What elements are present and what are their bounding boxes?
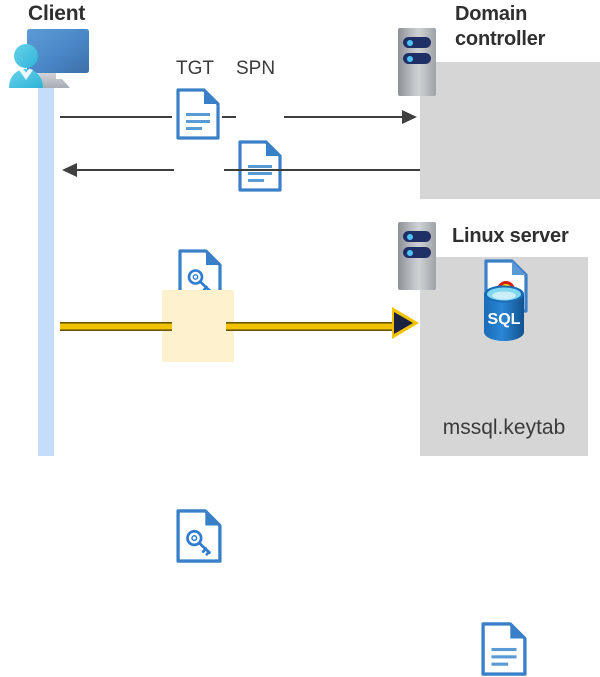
server-bay (403, 231, 431, 242)
sql-database-label: SQL (488, 311, 521, 328)
tgt-document-icon (176, 88, 600, 140)
spn-document-icon (238, 140, 600, 192)
keytab-filename-label: mssql.keytab (442, 416, 566, 439)
domain-controller-title: Domain controller (455, 2, 595, 52)
flow-ticket-arrowhead (60, 163, 77, 182)
flow-tgt-spn-line-right (284, 116, 404, 118)
flow-present-ticket-line-right (226, 318, 398, 331)
domain-controller-title-line2: controller (455, 28, 546, 50)
service-ticket-highlight-box (162, 290, 234, 362)
linux-server-rack-icon (398, 222, 436, 290)
server-bay (403, 247, 431, 258)
linux-server-title: Linux server (452, 225, 569, 247)
domain-controller-title-line1: Domain (455, 3, 528, 25)
server-bay (403, 53, 431, 64)
client-lifeline (38, 60, 54, 456)
domain-controller-panel (420, 62, 600, 199)
flow-ticket-line-left (76, 169, 174, 171)
sql-database-icon: SQL (477, 284, 531, 347)
flow-present-ticket-line-left (60, 318, 172, 331)
presented-service-ticket-document-icon (176, 508, 600, 564)
tgt-label: TGT (176, 58, 214, 79)
flow-tgt-spn-line-left (60, 116, 172, 118)
keytab-document-icon (481, 621, 600, 677)
flow-ticket-line-right (224, 169, 420, 171)
diagram-canvas: Client (6, 2, 600, 676)
domain-controller-server-rack-icon (398, 28, 436, 96)
flow-tgt-spn-line-mid (222, 116, 236, 118)
server-bay (403, 37, 431, 48)
flow-tgt-spn-arrowhead (402, 110, 418, 129)
flow-present-ticket-arrowhead (392, 307, 420, 344)
spn-label: SPN (236, 58, 276, 79)
client-title: Client (28, 2, 86, 25)
client-workstation-icon (6, 26, 92, 94)
